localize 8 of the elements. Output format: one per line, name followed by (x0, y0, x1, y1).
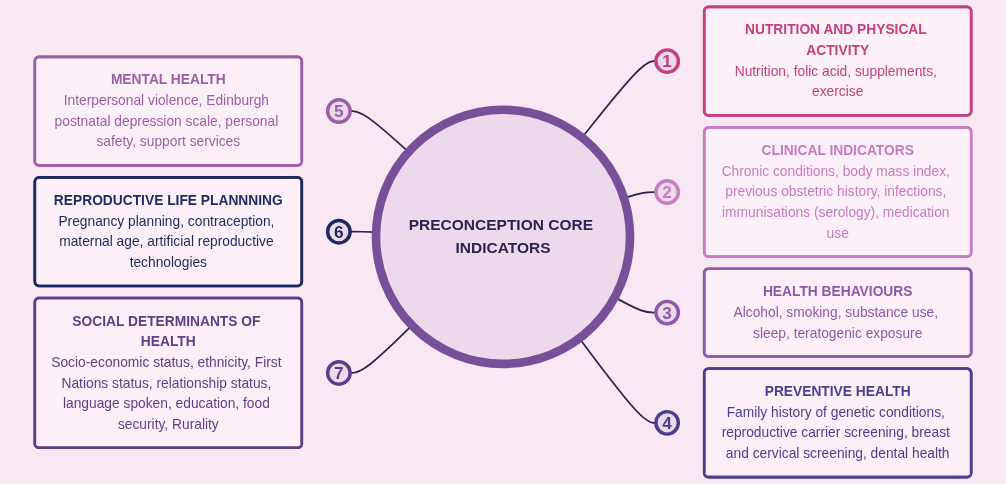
node-circle: 7 (325, 359, 352, 386)
node-circle: 3 (654, 299, 681, 326)
node-circle: 2 (654, 179, 681, 205)
node-circle: 4 (654, 409, 681, 436)
node-circle: PRECONCEPTION CORE INDICATORS (371, 105, 635, 369)
node-circle: 1 (654, 48, 681, 75)
node-circle: 5 (325, 98, 352, 125)
node-circle: 6 (325, 218, 352, 245)
